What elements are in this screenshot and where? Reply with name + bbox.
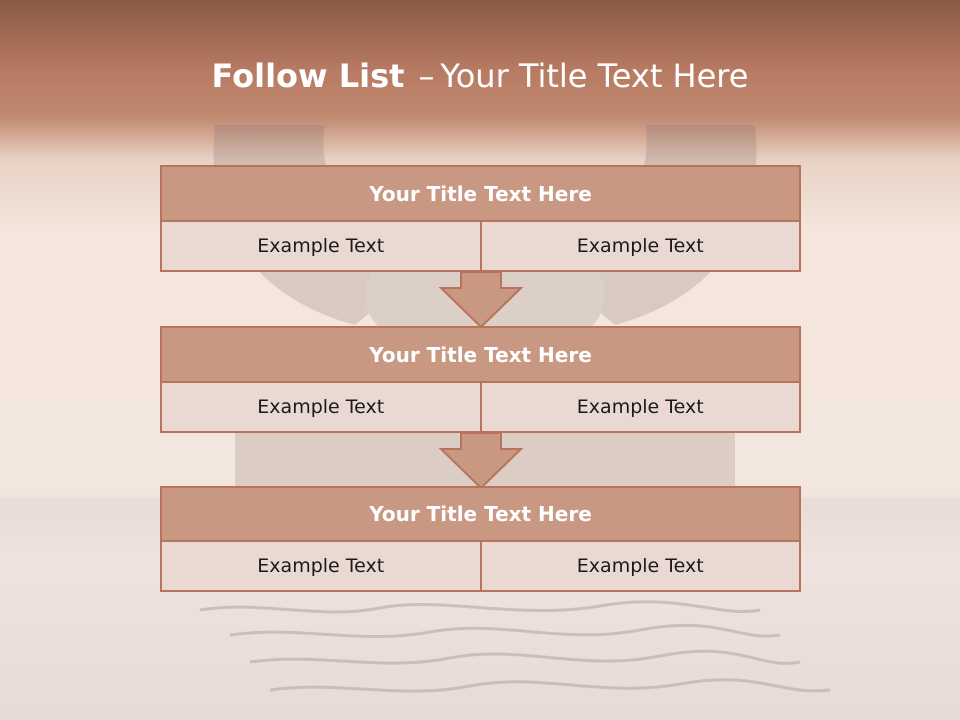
down-arrow-icon	[438, 432, 524, 490]
block-title: Your Title Text Here	[160, 326, 801, 383]
block-row: Example Text Example Text	[160, 222, 801, 272]
block-left-cell: Example Text	[160, 222, 482, 272]
block-right-cell: Example Text	[481, 542, 801, 592]
list-block-1: Your Title Text Here Example Text Exampl…	[160, 165, 801, 272]
slide-title-dash: –	[418, 57, 435, 95]
block-row: Example Text Example Text	[160, 542, 801, 592]
block-right-cell: Example Text	[481, 383, 801, 433]
slide-title-rest: Your Title Text Here	[440, 57, 749, 95]
slide-title-bold: Follow List	[211, 57, 405, 95]
list-block-3: Your Title Text Here Example Text Exampl…	[160, 486, 801, 592]
block-left-cell: Example Text	[160, 383, 482, 433]
block-row: Example Text Example Text	[160, 383, 801, 433]
block-right-cell: Example Text	[481, 222, 801, 272]
block-title: Your Title Text Here	[160, 165, 801, 222]
down-arrow-icon	[438, 271, 524, 329]
list-block-2: Your Title Text Here Example Text Exampl…	[160, 326, 801, 433]
slide-title: Follow List–Your Title Text Here	[0, 52, 960, 100]
block-title: Your Title Text Here	[160, 486, 801, 542]
block-left-cell: Example Text	[160, 542, 482, 592]
